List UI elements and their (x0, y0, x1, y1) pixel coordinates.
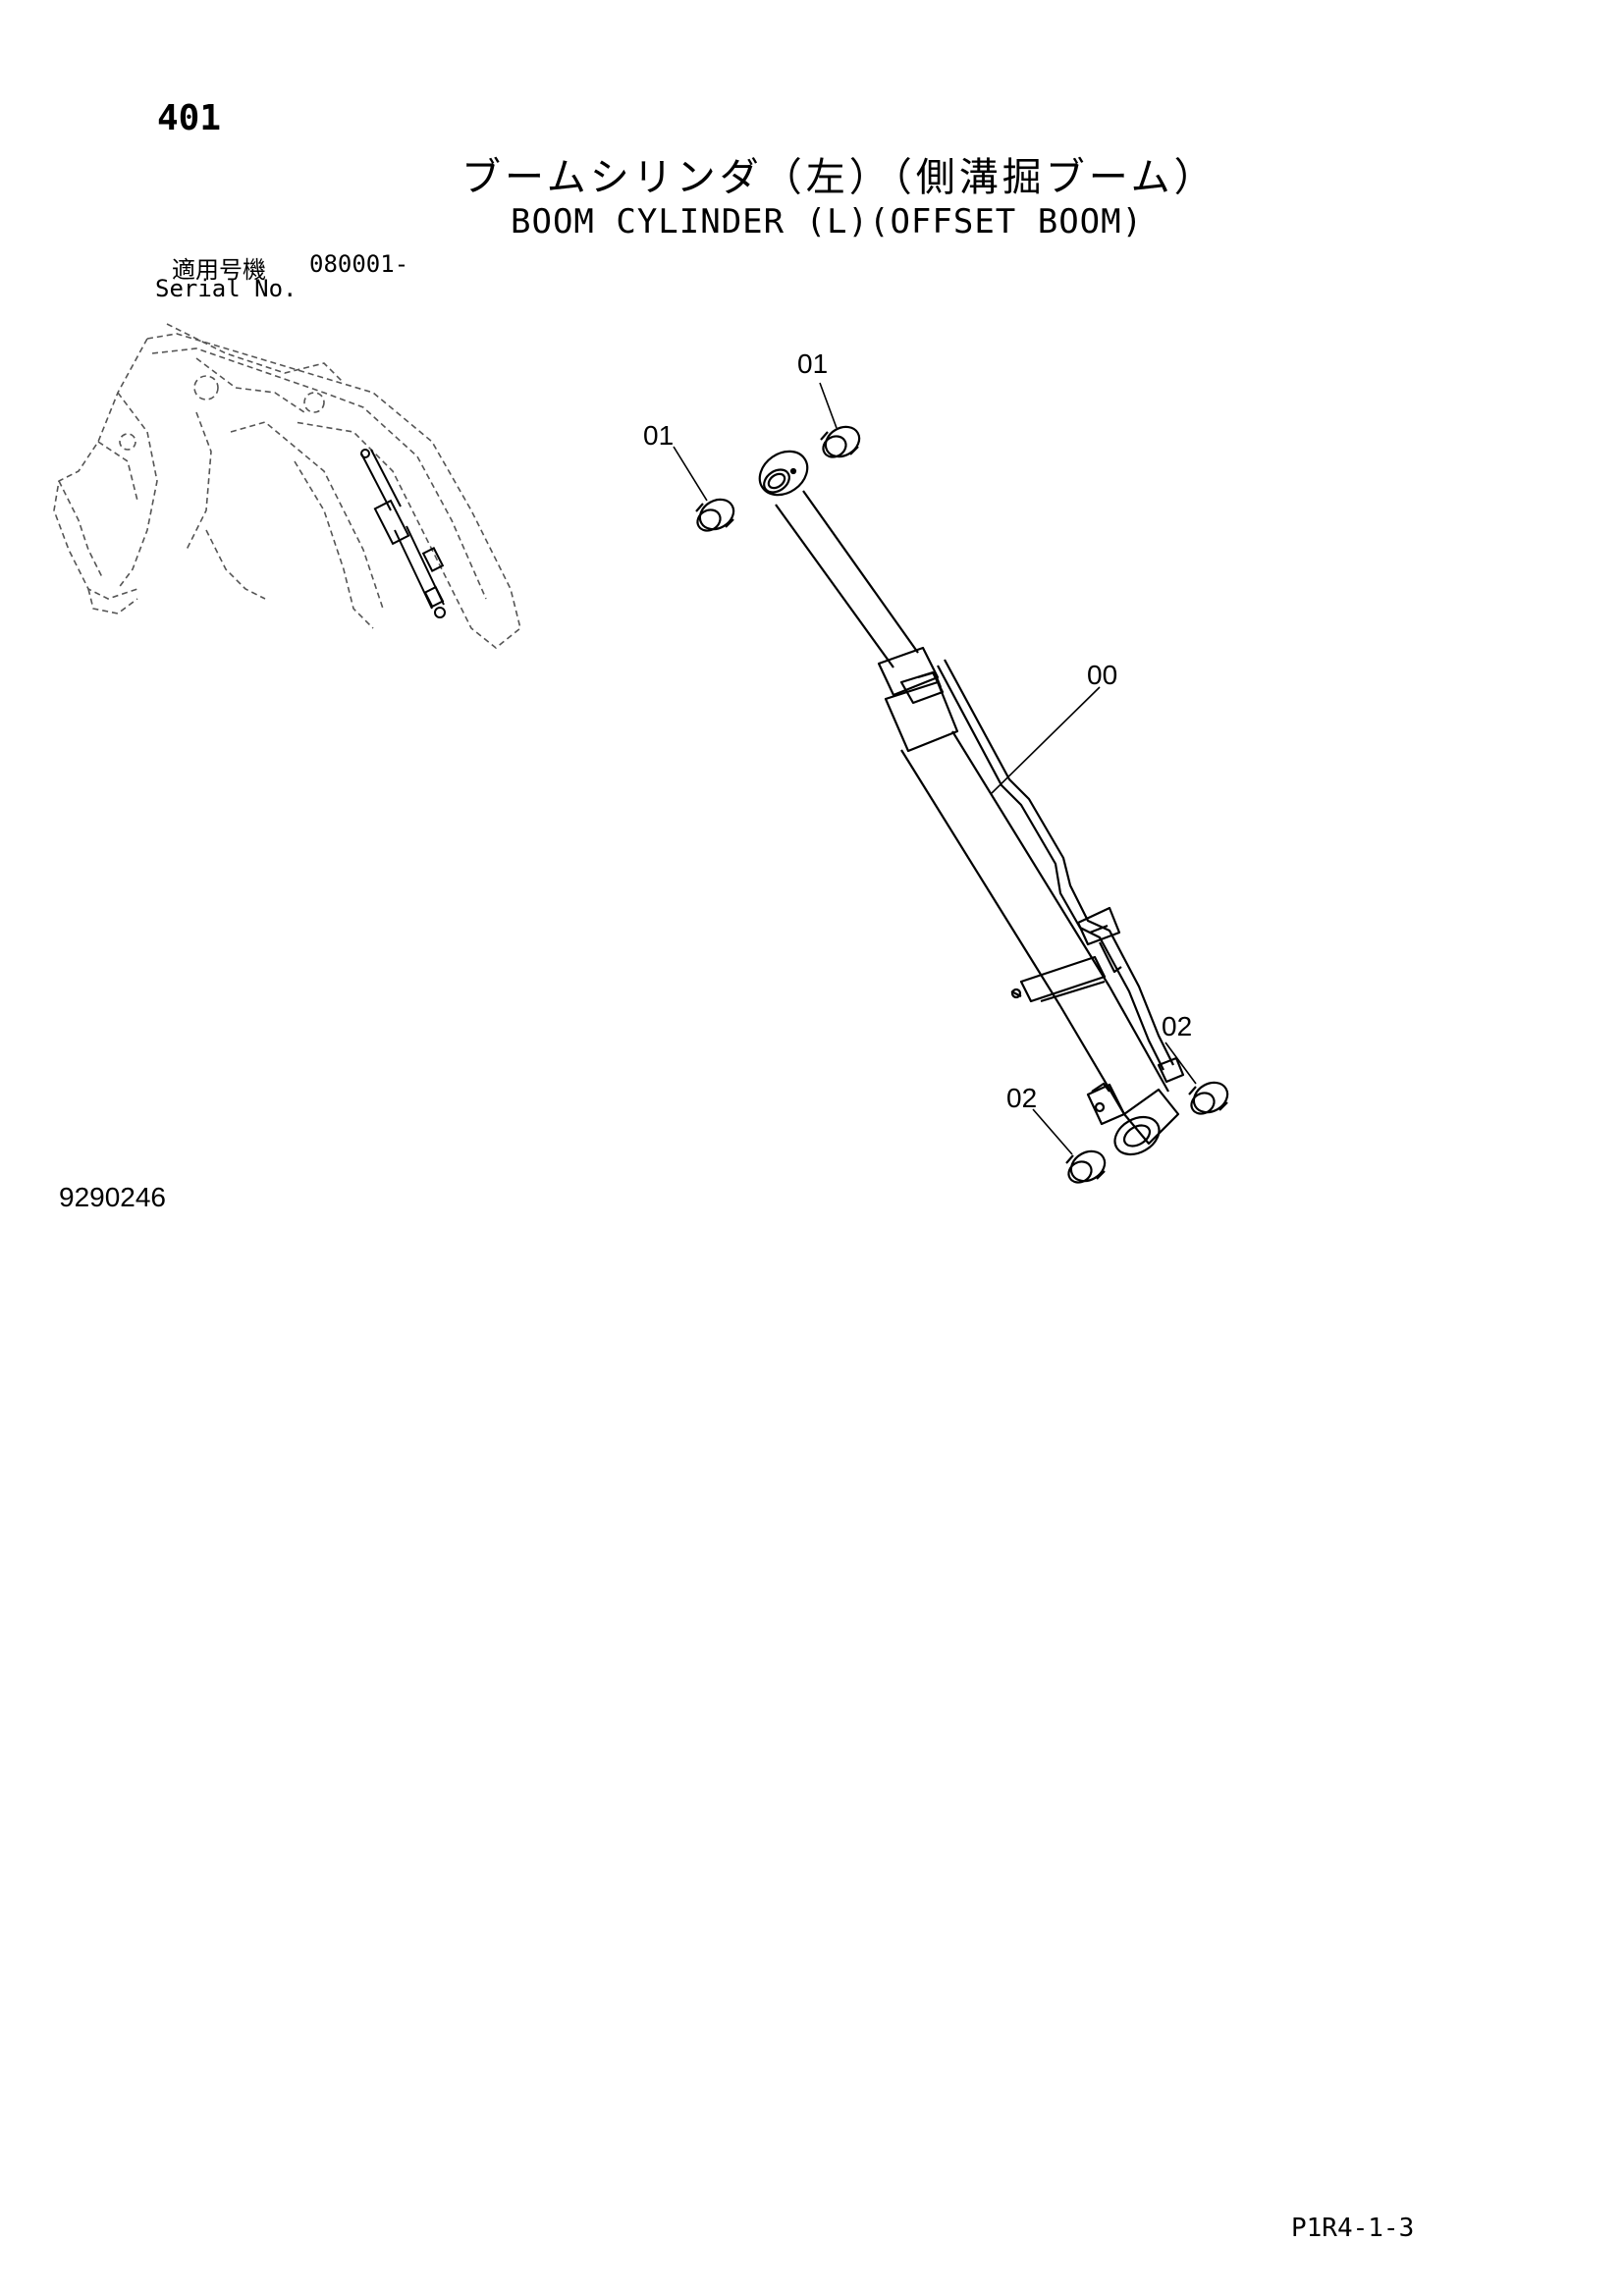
callout-01-left: 01 (643, 420, 675, 451)
leader-lines (673, 382, 1197, 1155)
serial-value: 080001- (309, 250, 409, 278)
page-number: 401 (157, 98, 222, 138)
title-japanese: ブームシリンダ（左）（側溝掘ブーム） (461, 155, 1218, 200)
bushing-02-right (1188, 1081, 1229, 1115)
serial-label-japanese: 適用号機 (172, 256, 266, 284)
bushing-01-left (695, 498, 735, 532)
page-code: P1R4-1-3 (1291, 2214, 1415, 2243)
excavator-arm-sketch (53, 323, 521, 650)
callout-00: 00 (1087, 660, 1118, 690)
callout-01-top: 01 (797, 348, 829, 379)
highlighted-boom-cylinder-sketch (360, 449, 446, 618)
callout-02-right: 02 (1162, 1011, 1193, 1041)
bushing-02-left (1065, 1149, 1107, 1184)
title-english: BOOM CYLINDER (L)(OFFSET BOOM) (511, 202, 1144, 241)
serial-label-english: Serial No. (155, 275, 298, 302)
bushing-01-right (820, 425, 861, 458)
callout-02-left: 02 (1006, 1083, 1038, 1113)
boom-cylinder-assembly (758, 450, 1185, 1156)
drawing-number: 9290246 (59, 1182, 167, 1212)
